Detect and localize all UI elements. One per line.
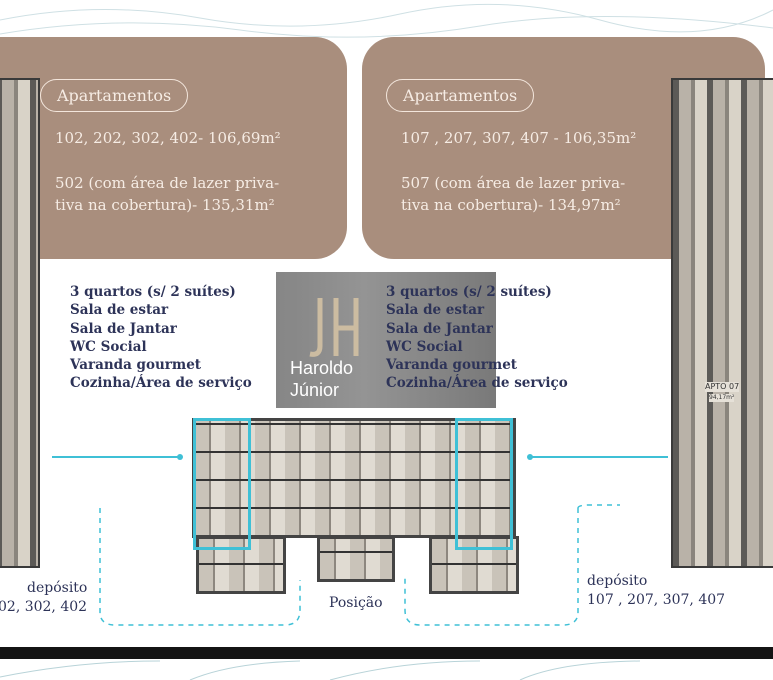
feature: Varanda gourmet (70, 357, 202, 374)
feature: 3 quartos (s/ 2 suítes) (386, 284, 552, 300)
left-floor-plan-image (0, 78, 40, 568)
feature: Cozinha/Área de serviço (386, 375, 568, 392)
feature: WC Social (70, 338, 147, 355)
feature: Sala de Jantar (386, 320, 493, 337)
feature: Sala de Jantar (70, 320, 177, 337)
feature: Sala de estar (70, 302, 169, 319)
floor-plan-lower-right (429, 536, 519, 594)
feature: 3 quartos (s/ 2 suítes) (70, 284, 236, 300)
deposit-right-units: 107 , 207, 307, 407 (587, 592, 726, 608)
wave-pattern-top (0, 3, 773, 38)
deposit-left-units: 02, 302, 402 (0, 599, 88, 615)
right-floor-plan-image: APTO 07 94,17m² (671, 78, 773, 568)
jh-monogram-logo (309, 298, 359, 357)
feature: Cozinha/Área de serviço (70, 375, 252, 392)
apt-area: 94,17m² (709, 394, 735, 402)
penthouse-area-2: tiva na cobertura)- 134,97m² (401, 196, 621, 214)
penthouse-area-1: 507 (com área de lazer priva- (401, 174, 626, 192)
watermark-name-1: Haroldo (290, 358, 354, 378)
wave-pattern-bottom (0, 660, 641, 680)
apartments-badge: Apartamentos (40, 79, 189, 112)
highlight-unit-right (455, 418, 513, 550)
penthouse-area-1: 502 (com área de lazer priva- (55, 174, 280, 192)
highlight-unit-left (193, 418, 251, 550)
features-left: 3 quartos (s/ 2 suítes) Sala de estar Sa… (70, 283, 252, 393)
deposit-right-title: depósito (587, 573, 648, 589)
feature: WC Social (386, 338, 463, 355)
watermark-name-2: Júnior (290, 380, 340, 400)
black-divider-bar (0, 647, 773, 659)
apartments-badge: Apartamentos (386, 79, 535, 112)
unit-areas: 107 , 207, 307, 407 - 106,35m² (401, 129, 637, 147)
watermark-overlay: Haroldo Júnior (276, 272, 496, 408)
deposit-left-title: depósito (27, 580, 88, 596)
feature: Sala de estar (386, 302, 485, 319)
position-label: Posição (329, 595, 383, 611)
apt-label: APTO 07 (705, 382, 740, 392)
features-right: 3 quartos (s/ 2 suítes) Sala de estar Sa… (386, 283, 568, 393)
floor-plan-lower-center (317, 536, 395, 582)
feature: Varanda gourmet (386, 357, 518, 374)
left-apartment-card: Apartamentos 102, 202, 302, 402- 106,69m… (0, 37, 347, 259)
penthouse-area-2: tiva na cobertura)- 135,31m² (55, 196, 275, 214)
unit-areas: 102, 202, 302, 402- 106,69m² (55, 129, 281, 147)
